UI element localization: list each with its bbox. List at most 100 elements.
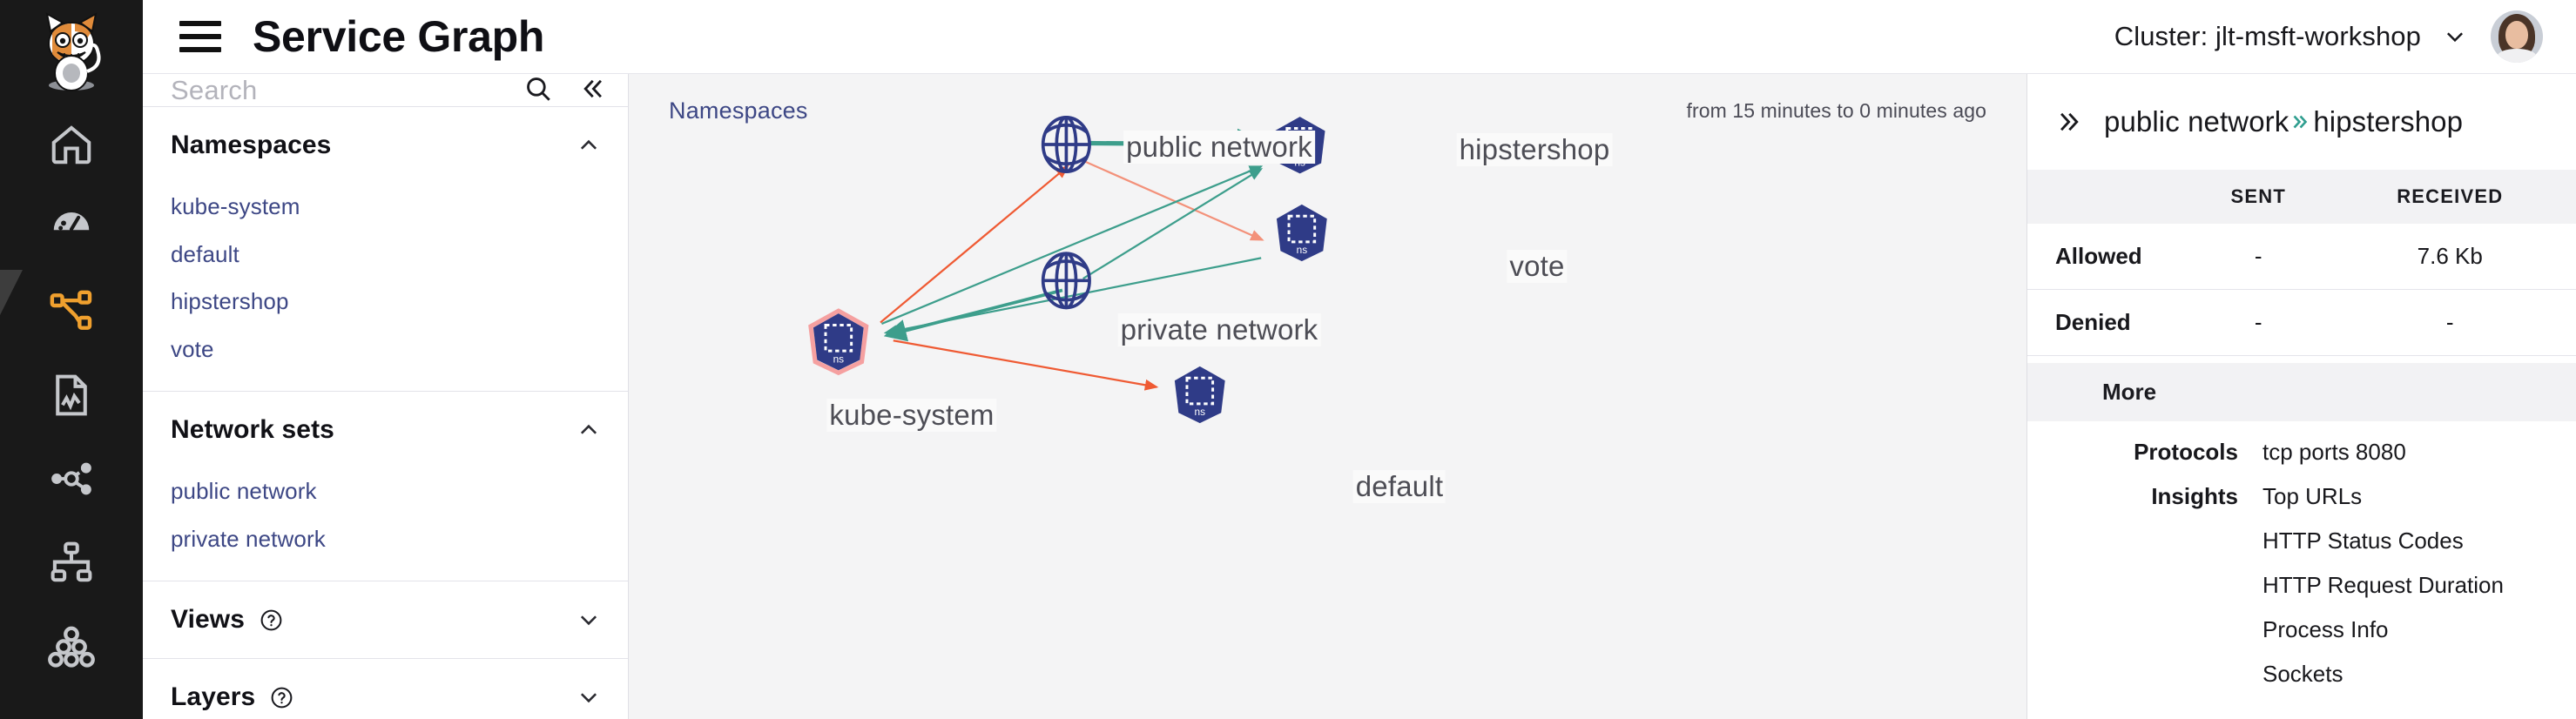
graph-node-label-kube-system[interactable]: kube-system bbox=[826, 399, 997, 432]
filter-item-public-network[interactable]: public network bbox=[171, 478, 317, 504]
edge-kube-system-to-public-network[interactable] bbox=[880, 165, 1069, 324]
cell-denied-received: - bbox=[2323, 289, 2576, 356]
chevron-up-icon[interactable] bbox=[576, 132, 602, 158]
graph-node-private-network[interactable] bbox=[1041, 252, 1091, 310]
graph-edges bbox=[880, 128, 1270, 391]
filter-group-layers-header[interactable]: Layers bbox=[143, 659, 628, 719]
search-row bbox=[143, 74, 628, 107]
filter-item-kube-system[interactable]: kube-system bbox=[171, 193, 300, 219]
question-circle-icon[interactable] bbox=[269, 685, 294, 710]
svg-text:ns: ns bbox=[1195, 406, 1206, 418]
insight-process-info[interactable]: Process Info bbox=[2262, 616, 2389, 642]
more-section-header[interactable]: More bbox=[2027, 363, 2576, 421]
svg-text:ns: ns bbox=[1297, 244, 1308, 256]
search-button[interactable] bbox=[518, 74, 558, 106]
graph-node-label-default[interactable]: default bbox=[1352, 470, 1446, 503]
question-circle-icon[interactable] bbox=[259, 608, 284, 633]
protocols-row: Protocols tcp ports 8080 bbox=[2027, 421, 2576, 466]
filter-group-layers: Layers bbox=[143, 659, 628, 719]
cluster-selector[interactable]: Cluster: jlt-msft-workshop bbox=[2114, 21, 2468, 52]
cluster-selector-label: Cluster: jlt-msft-workshop bbox=[2114, 21, 2421, 51]
insight-http-request-duration[interactable]: HTTP Request Duration bbox=[2262, 572, 2504, 598]
filter-group-namespaces-header[interactable]: Namespaces bbox=[143, 107, 628, 184]
protocols-label: Protocols bbox=[2134, 439, 2238, 465]
time-range-label[interactable]: from 15 minutes to 0 minutes ago bbox=[1686, 98, 1986, 122]
graph-node-default[interactable]: ns bbox=[1174, 366, 1225, 424]
filter-group-network-sets: Network sets public network private netw… bbox=[143, 392, 628, 581]
chevron-down-icon[interactable] bbox=[576, 684, 602, 710]
avatar-body bbox=[2498, 49, 2536, 63]
column-header-sent: SENT bbox=[2193, 170, 2324, 224]
search-icon bbox=[523, 74, 553, 106]
graph-node-kube-system[interactable]: ns bbox=[808, 308, 869, 376]
filter-group-title: Namespaces bbox=[171, 131, 332, 159]
insight-http-status-codes[interactable]: HTTP Status Codes bbox=[2262, 527, 2464, 554]
chevron-down-icon[interactable] bbox=[576, 607, 602, 633]
service-graph-icon bbox=[47, 287, 96, 336]
graph-toolbar: Namespaces from 15 minutes to 0 minutes … bbox=[629, 74, 2026, 126]
graph-node-vote[interactable]: ns bbox=[1276, 204, 1327, 262]
graph-node-label-vote[interactable]: vote bbox=[1507, 250, 1568, 283]
sidebar-item-service-graph[interactable] bbox=[0, 270, 143, 353]
avatar-face bbox=[2505, 21, 2528, 49]
graph-node-label-public-network[interactable]: public network bbox=[1123, 131, 1315, 164]
filter-group-views-header[interactable]: Views bbox=[143, 581, 628, 658]
chevrons-left-icon bbox=[577, 74, 607, 106]
insights-list: Top URLs HTTP Status Codes HTTP Request … bbox=[2262, 483, 2504, 688]
insight-sockets[interactable]: Sockets bbox=[2262, 661, 2343, 687]
search-input[interactable] bbox=[171, 74, 518, 106]
detail-source-label[interactable]: public network bbox=[2104, 105, 2289, 138]
service-graph-canvas-area[interactable]: Namespaces from 15 minutes to 0 minutes … bbox=[629, 0, 2027, 719]
edge-public-network-to-vote[interactable] bbox=[1083, 160, 1264, 241]
table-row: Allowed - 7.6 Kb bbox=[2027, 224, 2576, 290]
chevrons-right-icon[interactable] bbox=[2055, 107, 2085, 137]
graph-node-label-private-network[interactable]: private network bbox=[1117, 313, 1321, 346]
calico-cat-logo[interactable] bbox=[0, 0, 143, 103]
filter-group-network-sets-header[interactable]: Network sets bbox=[143, 392, 628, 468]
sidebar-item-nodes[interactable] bbox=[0, 604, 143, 688]
graph-node-public-network[interactable] bbox=[1041, 116, 1091, 173]
header-right-group: Cluster: jlt-msft-workshop bbox=[2114, 10, 2543, 63]
avatar[interactable] bbox=[2491, 10, 2543, 63]
rail-item-list bbox=[0, 103, 143, 688]
edge-private-network-to-hipstershop[interactable] bbox=[1082, 167, 1264, 280]
detail-target-label[interactable]: hipstershop bbox=[2313, 105, 2464, 138]
row-label-denied: Denied bbox=[2027, 289, 2193, 356]
filter-group-title: Views bbox=[171, 605, 246, 634]
filter-group-namespaces: Namespaces kube-system default hipstersh… bbox=[143, 107, 628, 392]
edge-kube-system-to-default[interactable] bbox=[893, 339, 1159, 391]
filter-item-hipstershop[interactable]: hipstershop bbox=[171, 288, 289, 314]
sidebar-item-flow-logs[interactable] bbox=[0, 353, 143, 437]
cell-denied-sent: - bbox=[2193, 289, 2324, 356]
collapse-panel-button[interactable] bbox=[558, 74, 612, 106]
hamburger-icon[interactable] bbox=[179, 21, 221, 52]
graph-node-label-hipstershop[interactable]: hipstershop bbox=[1456, 133, 1613, 166]
protocols-value: tcp ports 8080 bbox=[2262, 439, 2406, 465]
sidebar-item-policies[interactable] bbox=[0, 521, 143, 604]
sidebar-item-home[interactable] bbox=[0, 103, 143, 186]
table-row: Denied - - bbox=[2027, 289, 2576, 356]
cluster-nodes-icon bbox=[48, 622, 95, 669]
filter-item-private-network[interactable]: private network bbox=[171, 525, 326, 552]
filter-panel: Namespaces kube-system default hipstersh… bbox=[143, 0, 629, 719]
edge-kube-system-to-hipstershop[interactable] bbox=[881, 165, 1264, 326]
chevron-up-icon[interactable] bbox=[576, 417, 602, 443]
insight-top-urls[interactable]: Top URLs bbox=[2262, 483, 2363, 509]
document-chart-icon bbox=[48, 372, 95, 419]
insights-label: Insights bbox=[2151, 483, 2238, 509]
sitemap-icon bbox=[48, 539, 95, 586]
detail-panel-header: public network hipstershop bbox=[2027, 74, 2576, 170]
sidebar-item-network[interactable] bbox=[0, 437, 143, 521]
sidebar-item-dashboard[interactable] bbox=[0, 186, 143, 270]
chevrons-right-icon bbox=[2289, 111, 2311, 133]
edge-private-network-to-kube-system[interactable] bbox=[883, 288, 1063, 342]
filter-item-default[interactable]: default bbox=[171, 240, 239, 267]
home-icon bbox=[48, 121, 95, 168]
breadcrumb[interactable]: Namespaces bbox=[669, 97, 808, 124]
traffic-summary-table: SENT RECEIVED Allowed - 7.6 Kb Denied - … bbox=[2027, 170, 2576, 356]
table-header-row: SENT RECEIVED bbox=[2027, 170, 2576, 224]
filter-group-title: Layers bbox=[171, 682, 256, 711]
filter-group-network-sets-items: public network private network bbox=[143, 468, 628, 581]
filter-item-vote[interactable]: vote bbox=[171, 335, 214, 362]
